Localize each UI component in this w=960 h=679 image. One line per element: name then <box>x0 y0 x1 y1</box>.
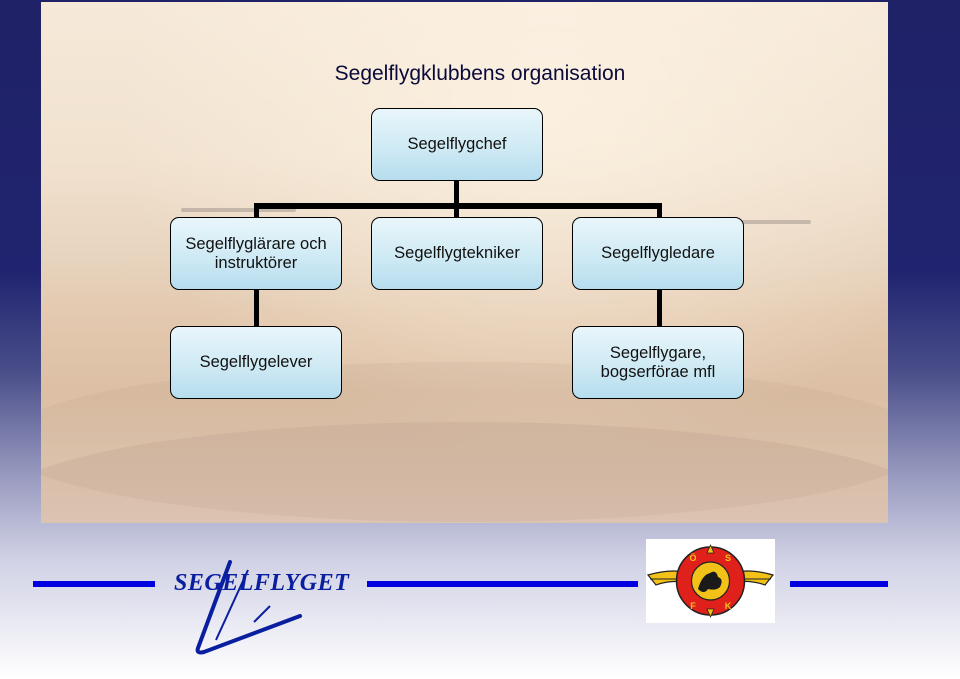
badge-letter: F <box>690 601 696 611</box>
badge-letter: S <box>725 553 731 563</box>
connector <box>657 290 662 326</box>
diagram-title: Segelflygklubbens organisation <box>334 62 626 85</box>
segelflyget-logo-text: SEGELFLYGET <box>174 570 350 596</box>
box-students: Segelflygelever <box>170 326 342 399</box>
box-flight-leader: Segelflygledare <box>572 217 744 290</box>
box-technician: Segelflygtekniker <box>371 217 543 290</box>
badge-letter: K <box>725 601 732 611</box>
connector <box>454 181 459 206</box>
badge-letter: Ö <box>689 553 696 563</box>
segelflyget-logo-mark <box>195 560 302 655</box>
box-instructors: Segelflyglärare och instruktörer <box>170 217 342 290</box>
footer-bar <box>790 581 888 587</box>
glider-silhouette <box>741 220 811 224</box>
club-badge: Ö S F K <box>646 539 775 623</box>
glider-silhouette <box>181 208 296 212</box>
segelflyget-logo: SEGELFLYGET <box>170 560 355 655</box>
connector <box>454 203 459 217</box>
footer-bar <box>33 581 155 587</box>
club-badge-mark: Ö S F K <box>646 544 775 618</box>
box-segelflygchef: Segelflygchef <box>371 108 543 181</box>
footer-bar <box>367 581 638 587</box>
haze-hill <box>41 422 888 523</box>
connector <box>657 203 662 217</box>
connector <box>254 203 259 217</box>
box-pilots: Segelflygare, bogserförae mfl <box>572 326 744 399</box>
connector <box>254 290 259 326</box>
